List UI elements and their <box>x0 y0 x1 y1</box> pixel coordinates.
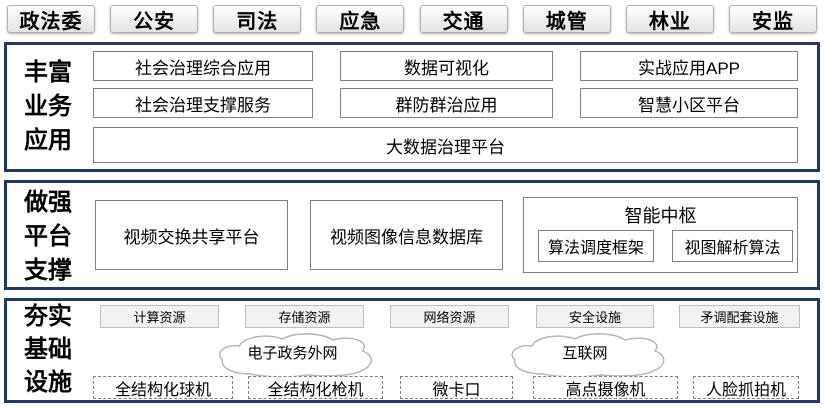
box-mass-prevention-app: 群防群治应用 <box>340 88 553 118</box>
chip-network-resource: 网络资源 <box>390 305 509 328</box>
cloud-egov-extranet-label: 电子政务外网 <box>247 345 338 362</box>
chip-computing-resource: 计算资源 <box>100 305 219 328</box>
tab-linye[interactable]: 林业 <box>625 5 714 33</box>
box-smart-community-platform: 智慧小区平台 <box>580 88 798 118</box>
chip-storage-resource: 存储资源 <box>245 305 364 328</box>
tab-zhengfawei[interactable]: 政法委 <box>7 5 95 33</box>
tab-yingji[interactable]: 应急 <box>316 5 405 33</box>
tab-anjian[interactable]: 安监 <box>728 5 817 33</box>
section-platform-title: 做强 平台 支撑 <box>24 189 72 284</box>
device-face-capture-camera: 人脸抓拍机 <box>693 376 799 399</box>
cloud-internet-label: 互联网 <box>562 345 608 362</box>
box-bigdata-governance-platform: 大数据治理平台 <box>93 127 798 163</box>
box-visual-analysis-algorithm: 视图解析算法 <box>672 230 793 262</box>
cloud-shape-icon <box>511 333 665 377</box>
intelligent-hub-title: 智能中枢 <box>624 206 697 226</box>
box-video-image-database: 视频图像信息数据库 <box>310 200 503 270</box>
cloud-shape-icon <box>218 333 372 377</box>
section-business-title: 丰富 业务 应用 <box>24 59 72 154</box>
device-structured-bullet-camera: 全结构化枪机 <box>248 376 383 399</box>
box-data-visualization: 数据可视化 <box>340 51 553 81</box>
tab-jiaotong[interactable]: 交通 <box>419 5 508 33</box>
device-structured-dome-camera: 全结构化球机 <box>93 376 233 399</box>
tab-gongan[interactable]: 公安 <box>110 5 199 33</box>
box-video-exchange-platform: 视频交换共享平台 <box>95 200 288 270</box>
device-micro-checkpoint: 微卡口 <box>400 376 513 399</box>
chip-mediation-facility: 矛调配套设施 <box>679 305 800 328</box>
box-social-governance-comprehensive-app: 社会治理综合应用 <box>93 51 313 81</box>
box-social-governance-support-service: 社会治理支撑服务 <box>93 88 313 118</box>
box-algorithm-scheduling-framework: 算法调度框架 <box>538 230 654 262</box>
box-combat-app: 实战应用APP <box>580 51 798 81</box>
cloud-egov-extranet: 电子政务外网 <box>190 333 395 377</box>
tab-sifa[interactable]: 司法 <box>213 5 302 33</box>
section-infrastructure-title: 夯实 基础 设施 <box>24 303 72 396</box>
device-highpoint-camera: 高点摄像机 <box>533 376 678 399</box>
chip-security-facility: 安全设施 <box>536 305 654 328</box>
department-tabs: 政法委 公安 司法 应急 交通 城管 林业 安监 <box>0 5 824 33</box>
cloud-internet: 互联网 <box>485 333 685 377</box>
tab-chengguan[interactable]: 城管 <box>522 5 611 33</box>
